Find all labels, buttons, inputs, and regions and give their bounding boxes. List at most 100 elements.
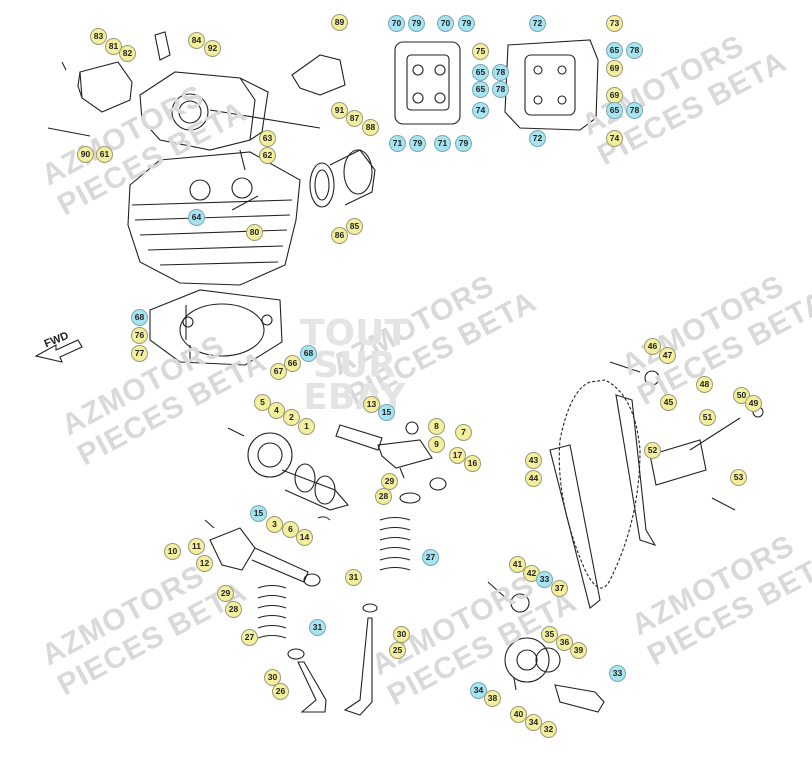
callout-c7: 7 (455, 424, 472, 441)
callout-c79a: 79 (408, 15, 425, 32)
callout-c74b: 74 (606, 130, 623, 147)
callout-c30b: 30 (264, 669, 281, 686)
callout-c9: 9 (428, 436, 445, 453)
callout-c77: 77 (131, 345, 148, 362)
callout-c11: 11 (188, 538, 205, 555)
valve-spring-intake (343, 492, 421, 716)
callout-c29a: 29 (381, 473, 398, 490)
stamp: TOUT SUR EBAY (300, 313, 409, 416)
camshaft-assembly (227, 427, 349, 521)
callout-c37: 37 (551, 580, 568, 597)
bracket (291, 54, 346, 96)
rocker-arm-upper (335, 421, 447, 491)
callout-c85: 85 (346, 218, 363, 235)
callout-c71b: 71 (434, 135, 451, 152)
callout-c61: 61 (96, 146, 113, 163)
callout-c68b: 68 (300, 345, 317, 362)
callout-c91: 91 (331, 102, 348, 119)
callout-c66: 66 (284, 355, 301, 372)
callout-c79c: 79 (409, 135, 426, 152)
callout-c13: 13 (363, 396, 380, 413)
callout-c70b: 70 (437, 15, 454, 32)
callout-c44: 44 (525, 470, 542, 487)
callout-c62: 62 (259, 147, 276, 164)
callout-c27b: 27 (241, 629, 258, 646)
callout-c31a: 31 (345, 569, 362, 586)
callout-c65b: 65 (472, 64, 489, 81)
callout-c65c: 65 (472, 81, 489, 98)
callout-c40: 40 (510, 706, 527, 723)
callout-c6: 6 (282, 521, 299, 538)
callout-c48: 48 (696, 376, 713, 393)
callout-c78d: 78 (626, 102, 643, 119)
callout-c45: 45 (660, 394, 677, 411)
callout-c83: 83 (90, 28, 107, 45)
callout-c1: 1 (298, 418, 315, 435)
callout-c71a: 71 (389, 135, 406, 152)
callout-c16: 16 (464, 455, 481, 472)
callout-c36: 36 (556, 634, 573, 651)
callout-c26: 26 (272, 683, 289, 700)
callout-c73: 73 (606, 15, 623, 32)
callout-c5: 5 (254, 394, 271, 411)
callout-c86: 86 (331, 227, 348, 244)
callout-c84: 84 (188, 32, 205, 49)
callout-c74a: 74 (472, 102, 489, 119)
callout-c78c: 78 (492, 81, 509, 98)
callout-c92: 92 (204, 40, 221, 57)
head-gasket (149, 289, 283, 366)
callout-c3: 3 (266, 516, 283, 533)
cam-chain (549, 361, 764, 609)
callout-c78a: 78 (626, 42, 643, 59)
callout-c65d: 65 (606, 102, 623, 119)
stamp-line2: SUR (313, 345, 396, 386)
callout-c32: 32 (540, 721, 557, 738)
callout-c89: 89 (331, 14, 348, 31)
callout-c12: 12 (196, 555, 213, 572)
callout-c15a: 15 (378, 404, 395, 421)
forward-arrow (34, 339, 83, 363)
crank-sprocket-assembly (487, 581, 605, 713)
callout-c39: 39 (570, 642, 587, 659)
callout-c33b: 33 (609, 665, 626, 682)
callout-c75: 75 (472, 43, 489, 60)
callout-c65a: 65 (606, 42, 623, 59)
callout-c78b: 78 (492, 64, 509, 81)
callout-c67: 67 (270, 363, 287, 380)
callout-c31b: 31 (309, 619, 326, 636)
callout-c69a: 69 (606, 60, 623, 77)
callout-c30a: 30 (393, 626, 410, 643)
callout-c34a: 34 (470, 682, 487, 699)
callout-c90: 90 (77, 146, 94, 163)
callout-c51: 51 (699, 409, 716, 426)
callout-c10: 10 (164, 543, 181, 560)
callout-c14: 14 (296, 529, 313, 546)
intake-manifold (309, 149, 376, 208)
callout-c72a: 72 (529, 15, 546, 32)
callout-c63: 63 (259, 130, 276, 147)
callout-c47: 47 (659, 347, 676, 364)
callout-c52: 52 (644, 442, 661, 459)
callout-c46: 46 (644, 338, 661, 355)
callout-c87: 87 (346, 110, 363, 127)
callout-c29b: 29 (217, 585, 234, 602)
callout-c41: 41 (509, 556, 526, 573)
callout-c53: 53 (730, 469, 747, 486)
callout-c28a: 28 (375, 488, 392, 505)
callout-c38: 38 (484, 690, 501, 707)
callout-c70a: 70 (388, 15, 405, 32)
callout-c33a: 33 (536, 571, 553, 588)
callout-c64: 64 (188, 209, 205, 226)
callout-c72b: 72 (529, 130, 546, 147)
callout-c8: 8 (428, 418, 445, 435)
stamp-line1: TOUT (300, 313, 409, 354)
callout-c79d: 79 (455, 135, 472, 152)
callout-c82: 82 (119, 45, 136, 62)
callout-c68a: 68 (131, 309, 148, 326)
callout-c17: 17 (449, 447, 466, 464)
valve-spring-exhaust (257, 584, 327, 713)
callout-c15b: 15 (250, 505, 267, 522)
callout-c79b: 79 (458, 15, 475, 32)
callout-c43: 43 (525, 452, 542, 469)
callout-c27a: 27 (422, 549, 439, 566)
